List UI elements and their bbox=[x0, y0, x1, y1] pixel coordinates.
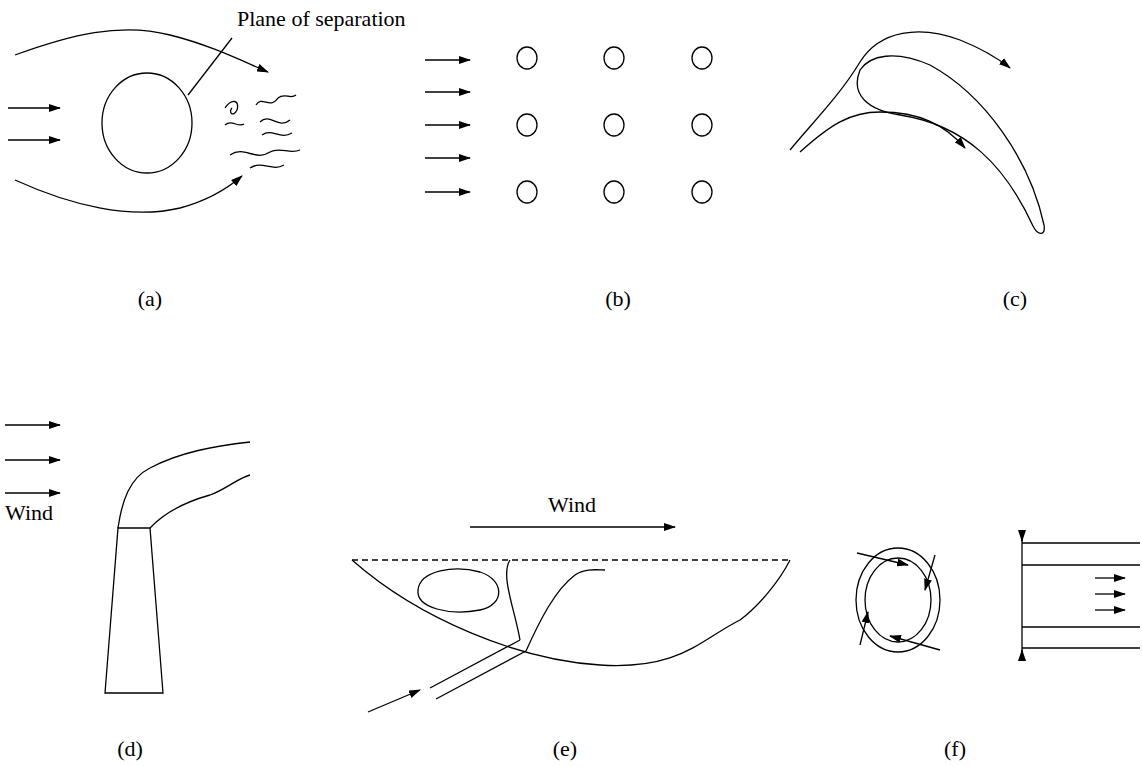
panel-label: (f) bbox=[944, 738, 966, 760]
panel-label: (a) bbox=[138, 288, 162, 310]
callout-label: Plane of separation bbox=[237, 8, 406, 30]
panel-label: (b) bbox=[605, 288, 631, 310]
wind-label: Wind bbox=[548, 494, 596, 516]
panel-label: (d) bbox=[117, 738, 143, 760]
wind-label: Wind bbox=[5, 502, 53, 524]
panel-label: (e) bbox=[553, 738, 577, 760]
panel-label: (c) bbox=[1003, 288, 1027, 310]
